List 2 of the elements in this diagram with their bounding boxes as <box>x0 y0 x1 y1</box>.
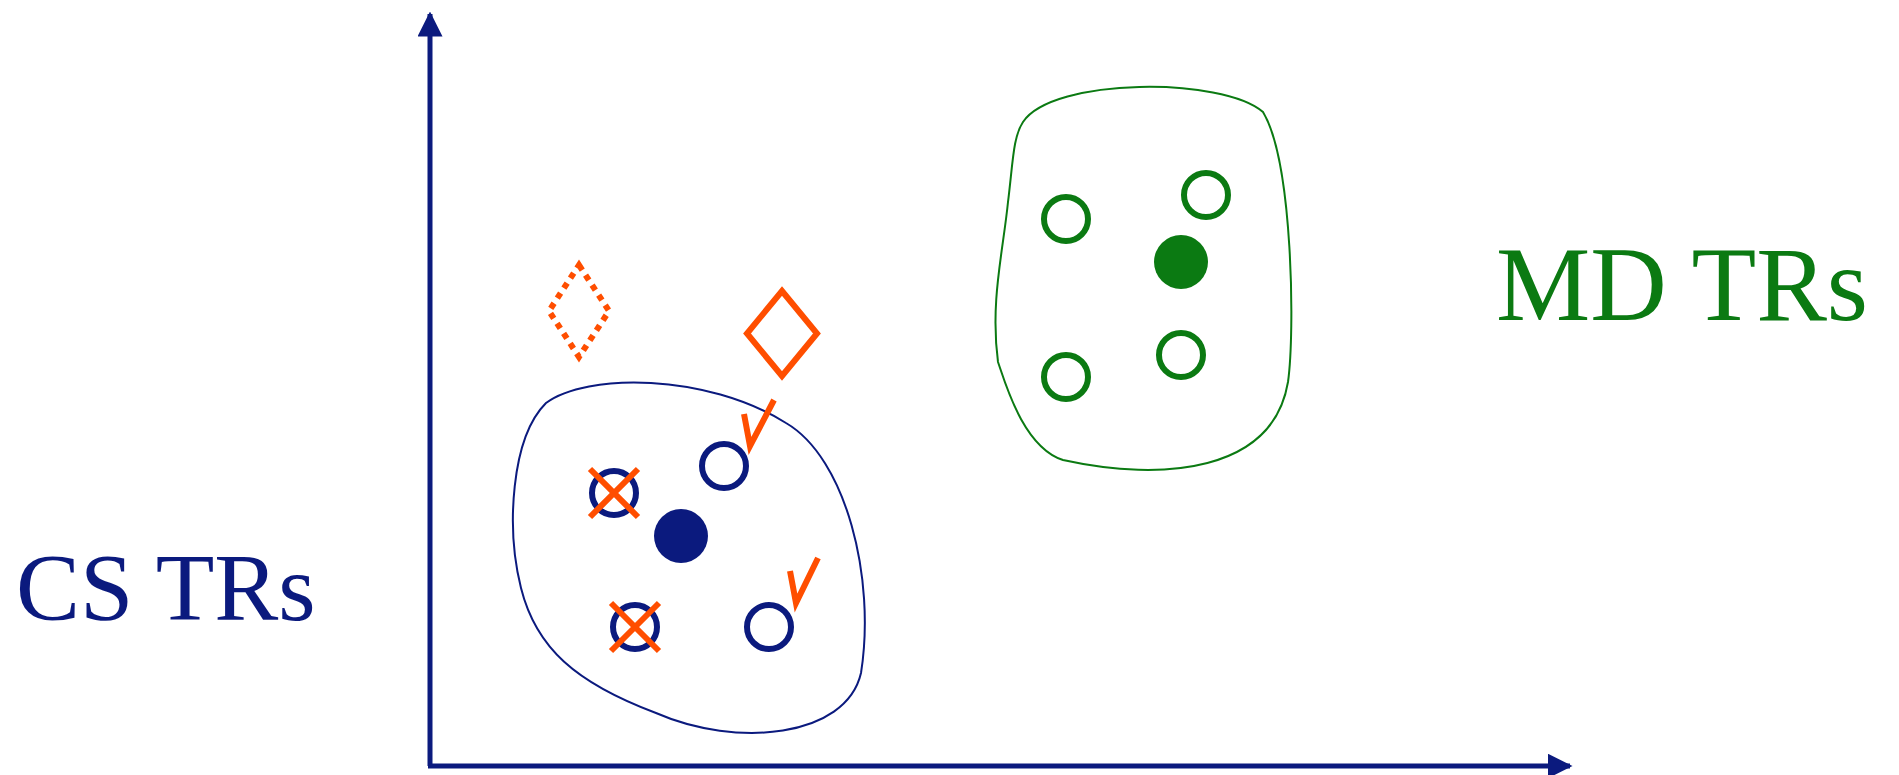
cluster-label: MD TRs <box>1496 232 1869 338</box>
cluster-label: CS TRs <box>16 540 316 636</box>
